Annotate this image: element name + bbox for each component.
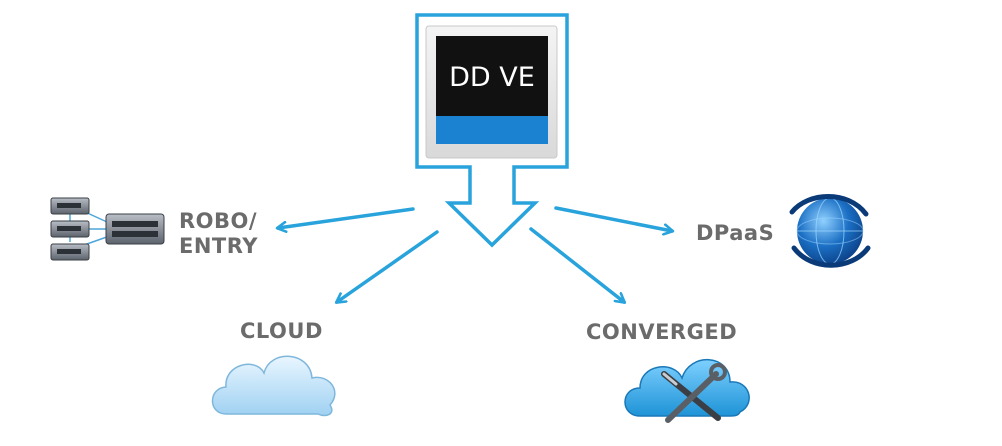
servers-icon bbox=[50, 197, 165, 261]
robo-entry-label-line1: ROBO/ bbox=[179, 209, 258, 233]
globe-icon bbox=[789, 194, 871, 268]
robo-entry-label: ROBO/ ENTRY bbox=[179, 209, 258, 259]
arrow-to-dpaas bbox=[554, 206, 672, 231]
cloud-icon bbox=[211, 355, 336, 417]
robo-entry-label-line2: ENTRY bbox=[179, 234, 258, 258]
product-label: DD VE bbox=[449, 62, 535, 93]
product-tile-blue bbox=[436, 116, 548, 144]
dpaas-label: DPaaS bbox=[696, 221, 775, 245]
product-box bbox=[415, 13, 569, 248]
arrow-to-cloud bbox=[337, 230, 439, 302]
converged-label: CONVERGED bbox=[586, 320, 738, 344]
arrow-to-robo bbox=[278, 207, 415, 228]
cloud-tools-icon bbox=[624, 359, 750, 423]
cloud-label: CLOUD bbox=[240, 319, 323, 343]
arrow-to-converged bbox=[529, 227, 624, 302]
product-tile-dark bbox=[436, 36, 548, 116]
